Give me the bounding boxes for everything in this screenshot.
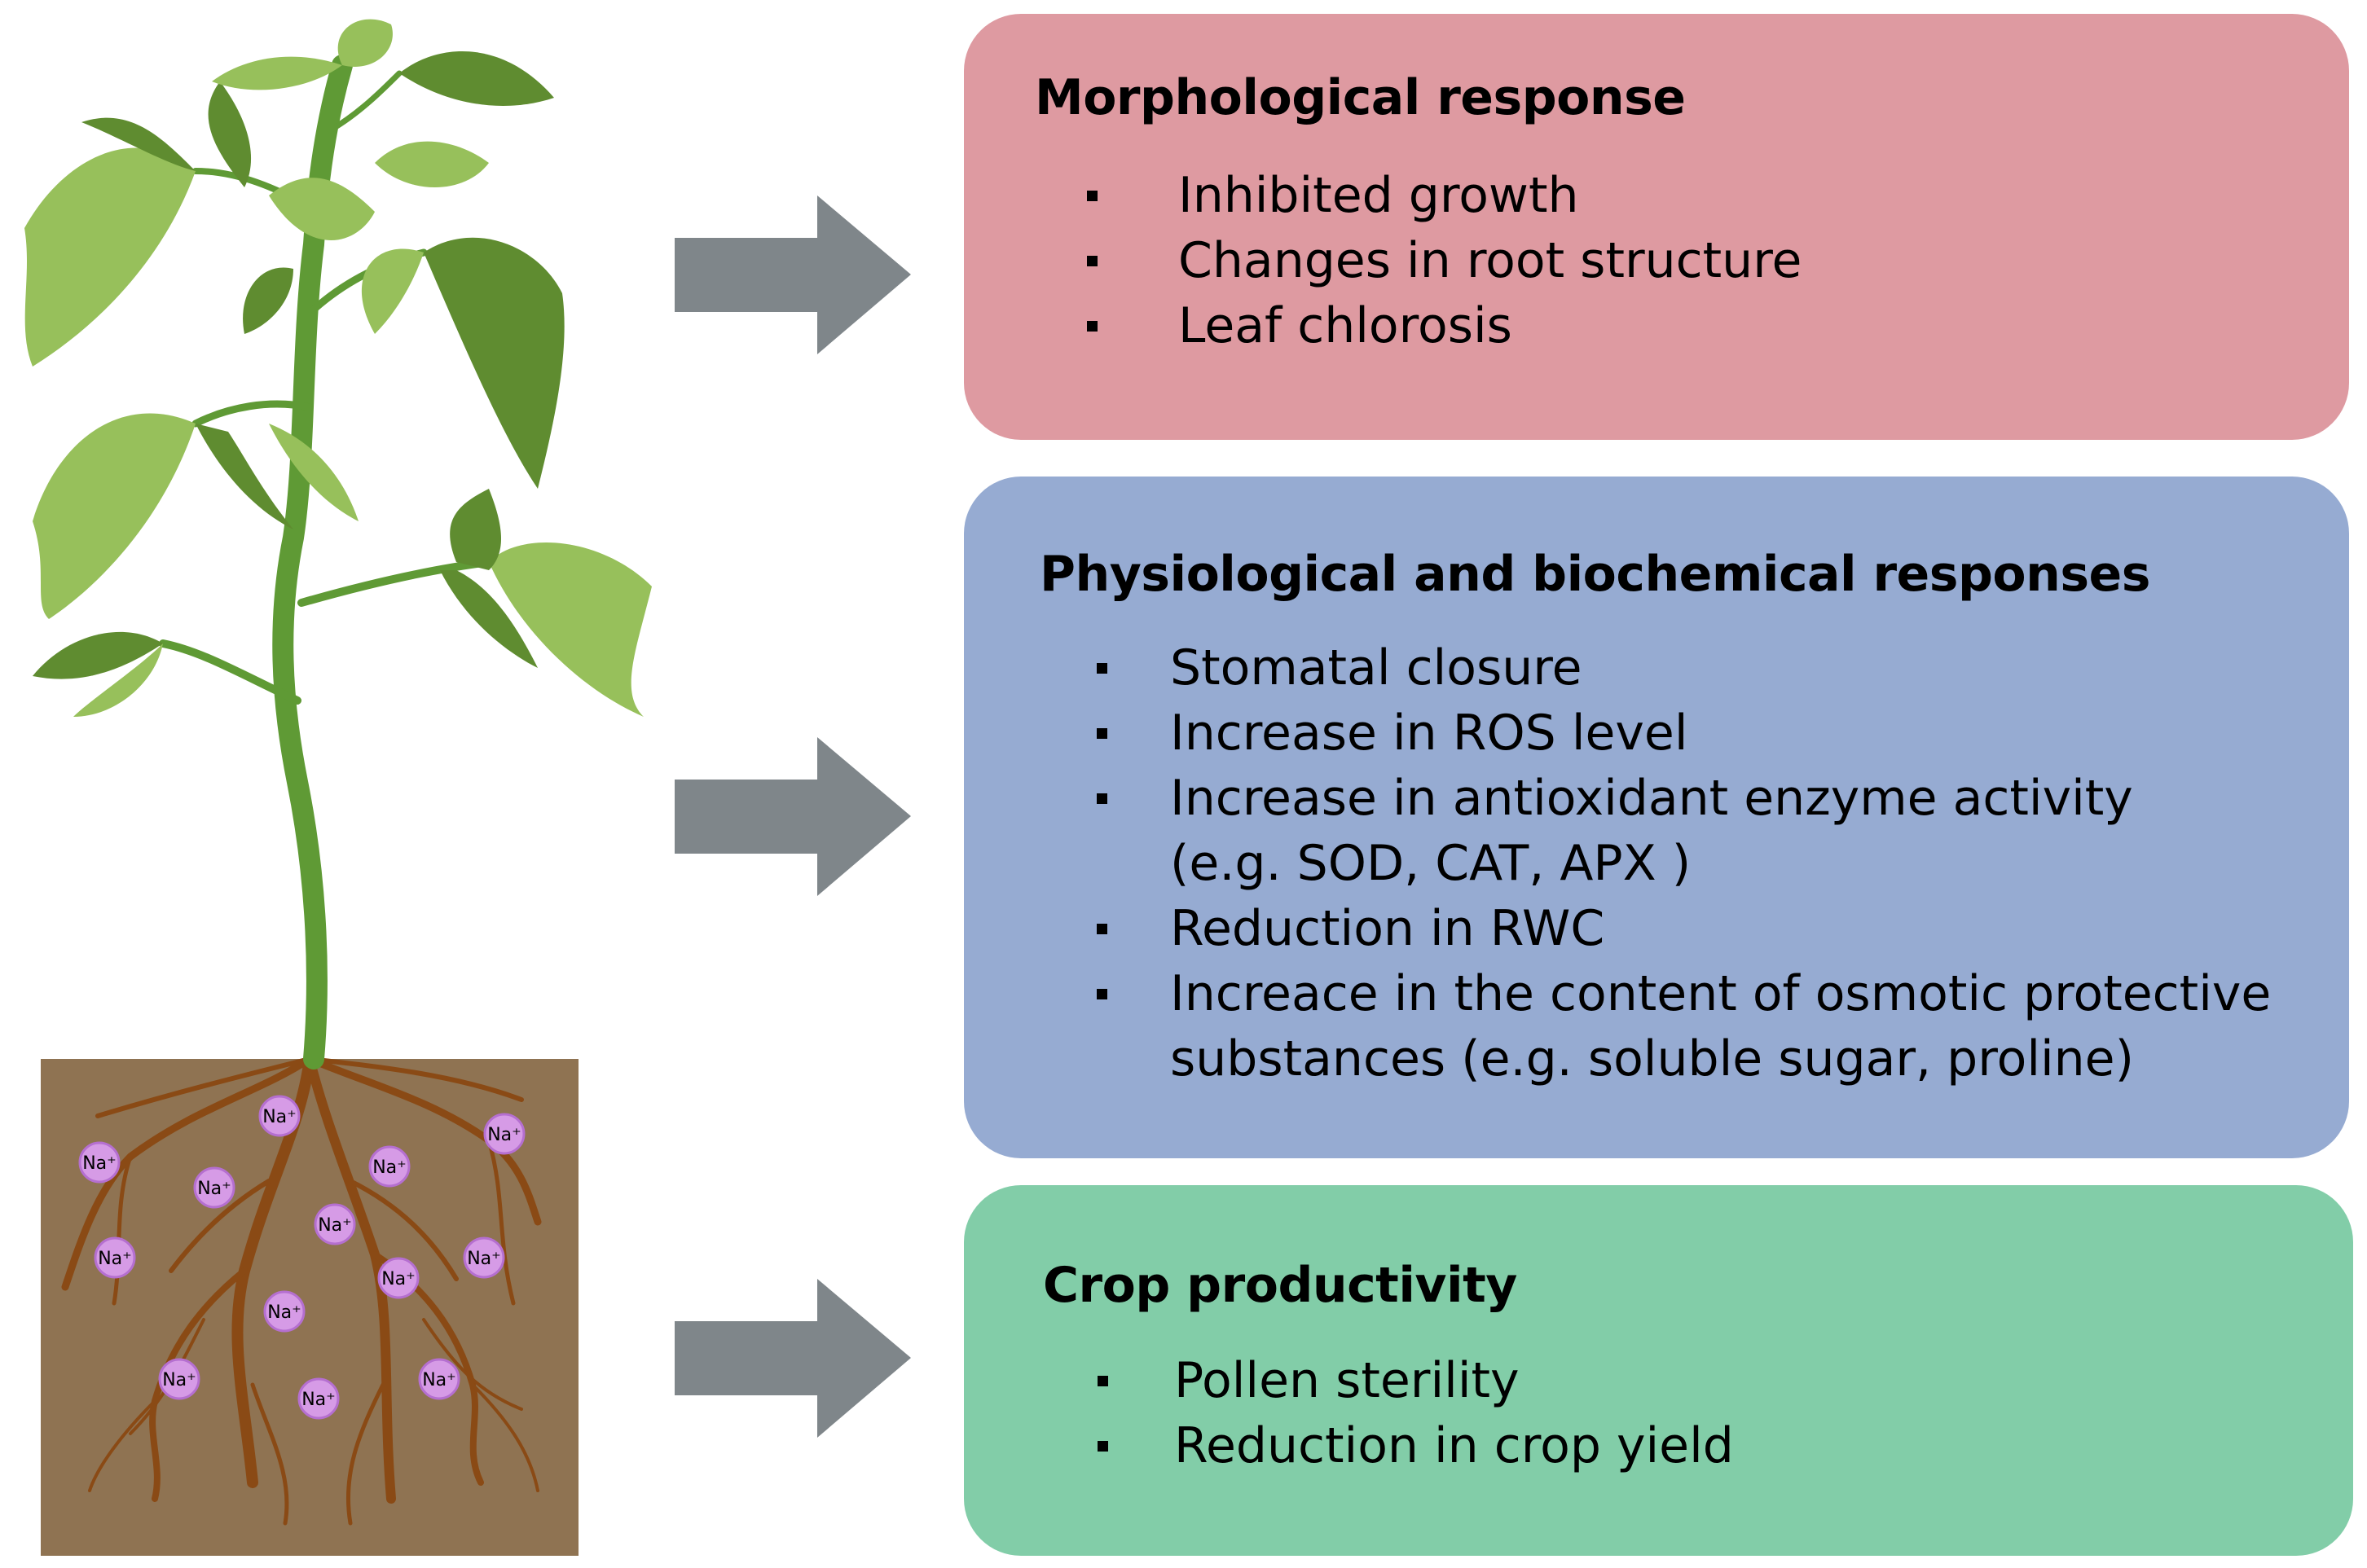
list-item: Leaf chlorosis: [1087, 293, 1802, 358]
arrow-morphological: [675, 195, 911, 354]
morphological-title: Morphological response: [1035, 69, 1686, 126]
ion-12: Na⁺: [418, 1358, 460, 1400]
bullet-marker: [1097, 728, 1107, 739]
list-item: Increase in ROS level: [1097, 701, 2271, 766]
bullet-marker: [1087, 321, 1098, 332]
ion-11: Na⁺: [158, 1358, 200, 1400]
list-item-continuation: (e.g. SOD, CAT, APX ): [1170, 835, 1692, 892]
ion-6: Na⁺: [314, 1203, 356, 1245]
physiological-list: Stomatal closure Increase in ROS level I…: [1097, 635, 2271, 1091]
bullet-marker: [1097, 793, 1107, 804]
physiological-title: Physiological and biochemical responses: [1040, 546, 2150, 603]
bullet-marker: [1087, 256, 1098, 266]
ion-10: Na⁺: [263, 1290, 306, 1333]
list-item: Increace in the content of osmotic prote…: [1097, 961, 2271, 1026]
morphological-response-box: Morphological response Inhibited growth …: [964, 14, 2349, 440]
list-item: Reduction in RWC: [1097, 896, 2271, 961]
arrow-physiological: [675, 737, 911, 896]
list-item-continuation: substances (e.g. soluble sugar, proline): [1170, 1030, 2135, 1087]
bullet-marker: [1097, 989, 1107, 999]
plant-illustration: Na⁺ Na⁺ Na⁺ Na⁺ Na⁺ Na⁺ Na⁺ Na⁺ Na⁺ Na⁺ …: [0, 0, 684, 1568]
ion-label: Na⁺: [267, 1302, 301, 1323]
ion-13: Na⁺: [297, 1377, 340, 1420]
crop-title: Crop productivity: [1043, 1257, 1517, 1314]
ion-label: Na⁺: [162, 1370, 196, 1390]
ion-label: Na⁺: [381, 1269, 416, 1289]
ion-label: Na⁺: [487, 1125, 521, 1145]
ion-2: Na⁺: [483, 1113, 526, 1155]
bullet-marker: [1097, 663, 1107, 674]
ion-4: Na⁺: [368, 1145, 411, 1188]
list-item: Inhibited growth: [1087, 163, 1802, 228]
ion-label: Na⁺: [467, 1249, 501, 1269]
bullet-marker: [1098, 1441, 1108, 1452]
arrow-crop: [675, 1279, 911, 1438]
list-item: Reduction in crop yield: [1098, 1413, 1734, 1478]
ion-label: Na⁺: [82, 1153, 117, 1174]
ion-8: Na⁺: [463, 1236, 505, 1279]
bullet-marker: [1098, 1376, 1108, 1386]
ion-label: Na⁺: [98, 1249, 132, 1269]
list-item: Changes in root structure: [1087, 228, 1802, 293]
ion-label: Na⁺: [318, 1215, 352, 1236]
crop-productivity-box: Crop productivity Pollen sterility Reduc…: [964, 1185, 2353, 1556]
ion-1: Na⁺: [258, 1095, 301, 1137]
bullet-marker: [1087, 191, 1098, 201]
ion-5: Na⁺: [193, 1166, 235, 1209]
ion-3: Na⁺: [78, 1141, 121, 1184]
physiological-response-box: Physiological and biochemical responses …: [964, 477, 2349, 1158]
ion-label: Na⁺: [422, 1370, 456, 1390]
ion-label: Na⁺: [301, 1390, 336, 1410]
ion-label: Na⁺: [197, 1179, 231, 1199]
ion-label: Na⁺: [262, 1107, 297, 1127]
plant-svg: Na⁺ Na⁺ Na⁺ Na⁺ Na⁺ Na⁺ Na⁺ Na⁺ Na⁺ Na⁺ …: [24, 19, 652, 1556]
bullet-marker: [1097, 924, 1107, 934]
ion-9: Na⁺: [377, 1257, 420, 1299]
ion-7: Na⁺: [94, 1236, 136, 1279]
list-item: Increase in antioxidant enzyme activity: [1097, 766, 2271, 831]
morphological-list: Inhibited growth Changes in root structu…: [1087, 163, 1802, 358]
list-item: Pollen sterility: [1098, 1348, 1734, 1413]
crop-list: Pollen sterility Reduction in crop yield: [1098, 1348, 1734, 1478]
list-item: Stomatal closure: [1097, 635, 2271, 701]
plant-leaves: [24, 19, 652, 717]
ion-label: Na⁺: [372, 1157, 407, 1178]
